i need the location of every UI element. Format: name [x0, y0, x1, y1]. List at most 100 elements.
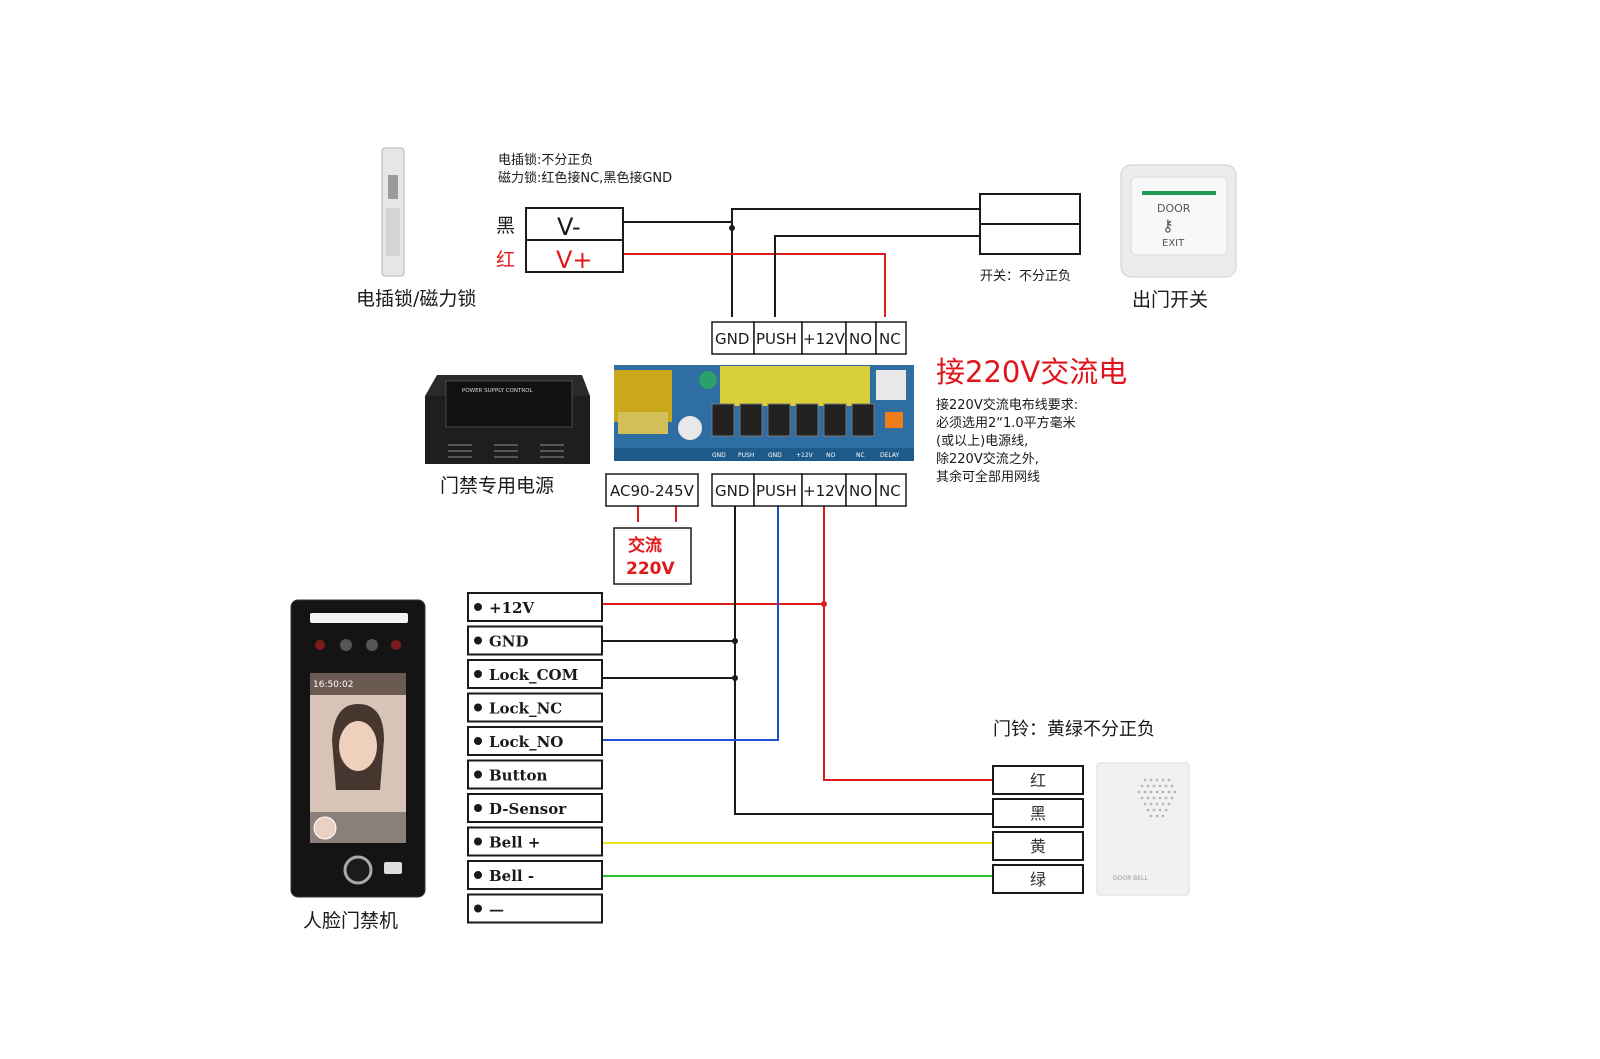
grille-dot — [1164, 808, 1168, 812]
psu-label — [445, 380, 573, 428]
wire-exit-gnd — [731, 208, 980, 222]
terminal-cell — [711, 321, 755, 355]
ac-220v-line1: 交流 — [628, 535, 662, 556]
grille-dot — [1143, 790, 1147, 794]
pin-dot-icon — [474, 703, 482, 712]
wire-junctions — [729, 225, 827, 681]
pcb-capacitor — [678, 416, 702, 440]
ir-led-icon — [391, 640, 401, 650]
exit-door-text: DOOR — [1157, 202, 1191, 215]
exit-caption: 出门开关 — [1132, 289, 1208, 311]
grille-dot — [1161, 778, 1165, 782]
grille-dot — [1164, 796, 1168, 800]
terminal-label-gnd: GND — [715, 482, 749, 500]
pin-dot-icon — [474, 804, 482, 812]
junction-dot — [729, 225, 735, 231]
psu-vents — [448, 444, 564, 458]
pcb-capacitor — [699, 371, 717, 389]
grille-dot — [1146, 808, 1150, 812]
terminal-pin-label: Button — [489, 767, 547, 785]
grille-dot — [1155, 802, 1159, 806]
terminal-label-12v: +12V — [803, 330, 846, 348]
screen-topbar — [310, 673, 406, 695]
speaker-grille-icon — [1137, 778, 1177, 818]
pcb-label: GND — [768, 452, 782, 459]
terminal-pin-list: +12VGNDLock_COMLock_NCLock_NOButtonD-Sen… — [467, 592, 603, 924]
pin-dot-icon — [474, 871, 482, 879]
pin-dot-icon — [474, 837, 482, 846]
pcb-label: DELAY — [880, 452, 900, 459]
doorbell: DOOR BELL — [1096, 762, 1190, 896]
pcb-pot — [885, 412, 903, 428]
terminal-pin: Bell + — [467, 826, 603, 857]
camera-icon — [366, 639, 378, 651]
pcb-screw-terminals — [711, 403, 875, 437]
terminal-pin: Button — [467, 759, 603, 790]
ac-heading: 接220V交流电 — [936, 355, 1127, 389]
exit-button-face — [1130, 176, 1228, 256]
terminal-pin: GND — [467, 625, 603, 656]
pcb-labels: GND PUSH GND +12V NO NC DELAY — [712, 452, 900, 459]
pcb-label: PUSH — [738, 452, 754, 459]
ac-220v-box — [613, 527, 692, 585]
terminal-label-no: NO — [849, 330, 872, 348]
doorbell-wire-label: 绿 — [1030, 870, 1046, 889]
doorbell-note: 门铃：黄绿不分正负 — [993, 719, 1155, 740]
power-supply-board: GND PUSH GND +12V NO NC DELAY — [614, 365, 914, 461]
power-supply-box: POWER SUPPLY CONTROL 门禁专用电源 — [425, 375, 590, 497]
lock-label-strip — [386, 208, 400, 256]
lock-note-2: 磁力锁:红色接NC,黑色接GND — [498, 170, 672, 186]
exit-switch-box-2 — [979, 223, 1081, 255]
grille-dot — [1152, 784, 1156, 788]
terminal-label-12v: +12V — [803, 482, 846, 500]
doorbell-wire-label: 黄 — [1030, 837, 1046, 856]
supply-terminals-bottom: GND PUSH +12V NO NC — [711, 473, 907, 507]
grille-dot — [1149, 814, 1153, 818]
grille-dot — [1161, 802, 1165, 806]
grille-dot — [1137, 790, 1141, 794]
grille-dot — [1170, 784, 1174, 788]
terminal-cell — [845, 473, 877, 507]
wire-12v — [823, 502, 993, 781]
pin-dot-icon — [474, 904, 482, 913]
pin-dot-icon — [474, 636, 482, 645]
ac-220v-line2: 220V — [626, 559, 675, 579]
grille-dot — [1164, 784, 1168, 788]
lock-vminus-box — [525, 207, 624, 241]
doorbell-body — [1096, 762, 1190, 896]
terminal-label-gnd: GND — [715, 330, 749, 348]
grille-dot — [1155, 814, 1159, 818]
grille-dot — [1140, 784, 1144, 788]
doorbell-wire-box — [992, 798, 1084, 828]
pin-dot-icon — [474, 737, 482, 745]
pcb-relay — [876, 370, 906, 400]
lock-red-label: 红 — [496, 249, 515, 271]
doorbell-wire-label: 红 — [1030, 771, 1046, 790]
wires — [603, 208, 993, 877]
wire-exit-push — [774, 235, 980, 317]
supply-terminals-top: GND PUSH +12V NO NC — [711, 321, 907, 355]
grille-dot — [1173, 790, 1177, 794]
terminal-pin: Lock_COM — [467, 659, 603, 689]
terminal-pin-box — [467, 826, 603, 857]
grille-dot — [1143, 778, 1147, 782]
terminal-pin: Bell - — [467, 860, 603, 890]
doorbell-wire-box — [992, 864, 1084, 894]
lock-note-1: 电插锁:不分正负 — [498, 152, 593, 168]
terminal-pin-label: Lock_NC — [489, 700, 562, 718]
grille-dot — [1161, 814, 1165, 818]
exit-green-bar — [1142, 191, 1216, 195]
terminal-pin-box — [467, 625, 603, 656]
ac-note-line: (或以上)电源线, — [936, 434, 1028, 449]
doorbell-wire-box — [992, 831, 1084, 861]
terminal-label-nc: NC — [879, 482, 901, 500]
pcb-fuse — [618, 412, 668, 434]
terminal-pin-label: D-Sensor — [489, 800, 567, 818]
terminal-pin-box — [467, 726, 603, 756]
terminal-label-no: NO — [849, 482, 872, 500]
terminal-label-nc: NC — [879, 330, 901, 348]
exit-switch-note: 开关：不分正负 — [980, 269, 1071, 284]
lock-bolt — [388, 175, 398, 199]
grille-dot — [1140, 796, 1144, 800]
terminal-pin: Lock_NC — [467, 692, 603, 723]
